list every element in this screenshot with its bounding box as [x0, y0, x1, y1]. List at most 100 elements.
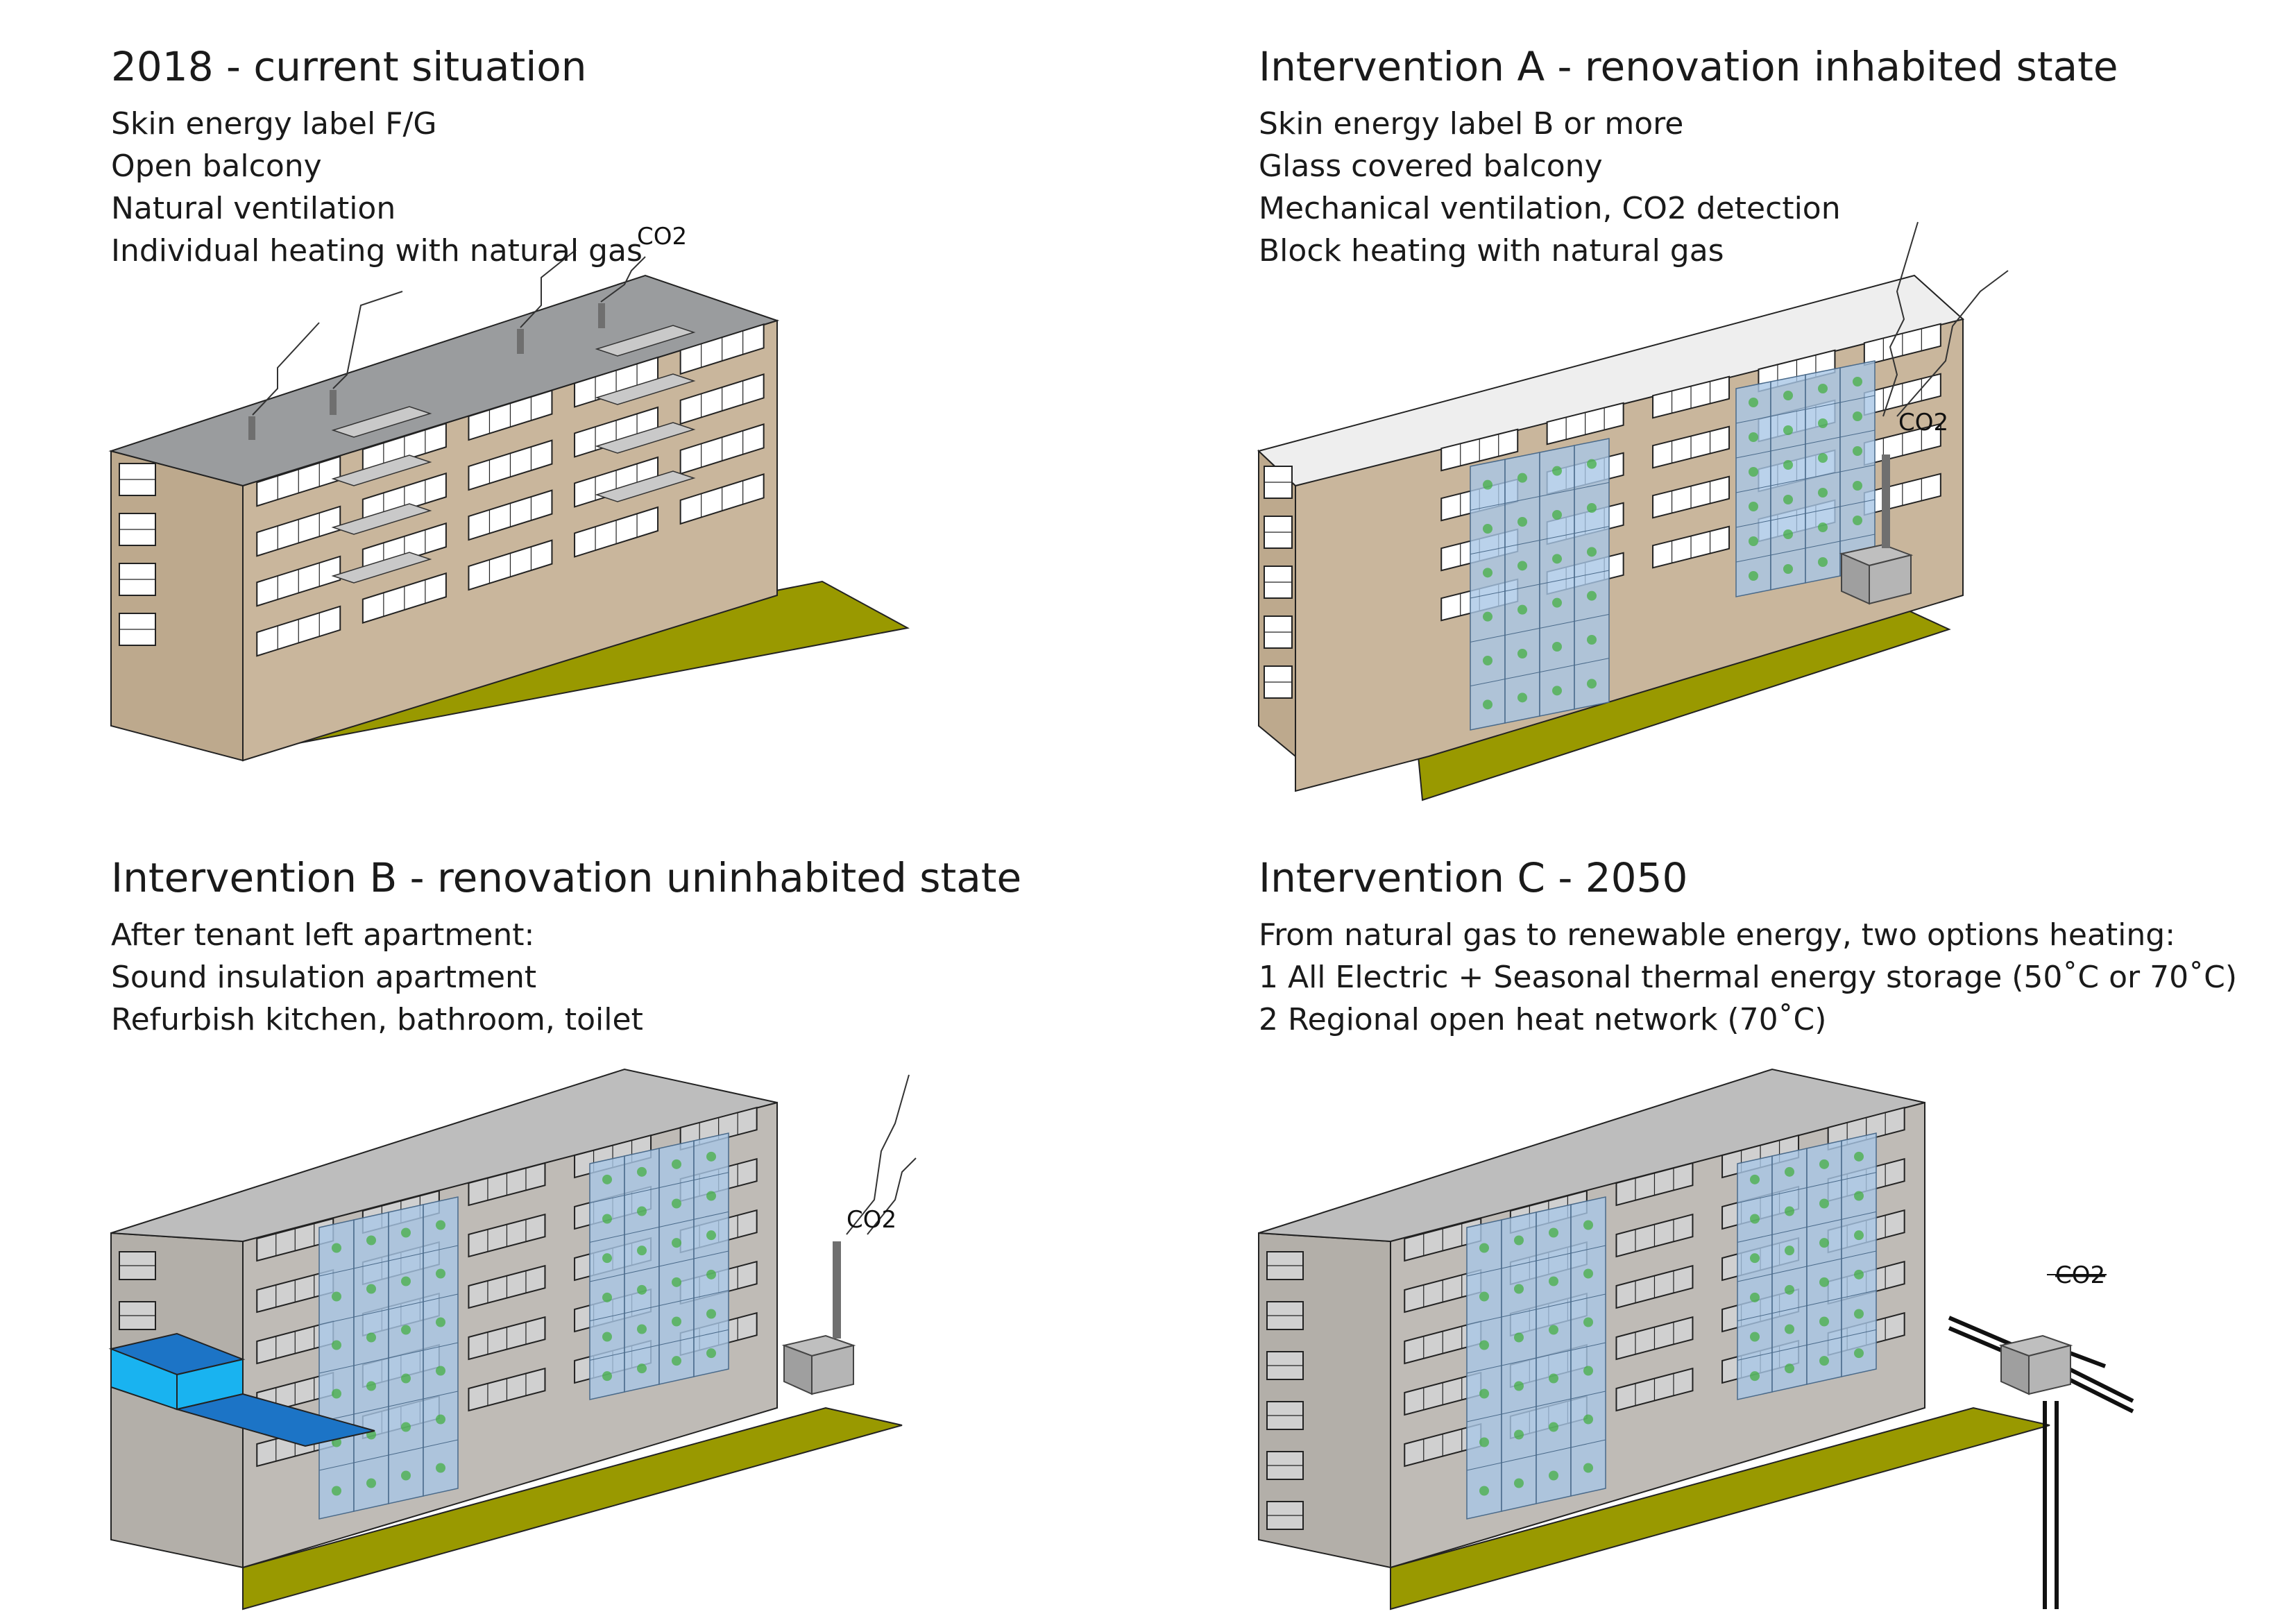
glass-floor-line [1737, 1273, 1773, 1282]
glass-floor-line [1805, 506, 1841, 514]
building-roof [110, 1068, 778, 1243]
glass-floor-line [318, 1316, 355, 1325]
balcony-plant [1749, 398, 1758, 407]
balcony-plant [1514, 1284, 1524, 1294]
glass-floor-line [1574, 658, 1610, 666]
glass-floor-line [1501, 1212, 1537, 1221]
glass-floor-line [1735, 554, 1771, 563]
balcony-plant [1750, 1292, 1760, 1302]
balcony-plant [1552, 466, 1562, 476]
balcony-plant [401, 1276, 411, 1286]
balcony-plant [1552, 597, 1562, 608]
balcony-plant [1483, 479, 1493, 490]
balcony-plant [1552, 686, 1562, 696]
building-intervention-c-illustration: CO2 [1258, 1068, 2134, 1611]
glass-floor-line [1570, 1342, 1606, 1351]
co2-label: CO2 [847, 1206, 896, 1234]
glass-floor-line [388, 1252, 424, 1261]
balcony-plant [366, 1332, 376, 1343]
glass-floor-line [353, 1357, 389, 1366]
open-balcony [595, 325, 696, 357]
boiler-unit [1839, 454, 1914, 605]
balcony-plant [1749, 467, 1758, 477]
balcony-plant [602, 1214, 612, 1224]
balcony-plant [1854, 1230, 1864, 1241]
glass-floor-line [624, 1266, 660, 1275]
balcony-plant [1483, 568, 1493, 578]
balcony-plant [1479, 1243, 1489, 1253]
balcony-plant [1587, 503, 1597, 513]
glass-floor-line [589, 1313, 625, 1322]
balcony-plant [1583, 1366, 1593, 1376]
balcony-plant [1583, 1317, 1593, 1327]
balcony-plant [1750, 1174, 1760, 1184]
glass-floor-line [1536, 1252, 1572, 1261]
balcony-plant [1818, 522, 1828, 532]
balcony-plant [1587, 635, 1597, 645]
glass-floor-line [1470, 547, 1506, 555]
glass-floor-line [1536, 1204, 1572, 1213]
glass-floor-line [1806, 1180, 1842, 1189]
building-2018 [108, 249, 910, 762]
balcony-plant [1749, 536, 1758, 546]
balcony-plant [1749, 502, 1758, 511]
panel-intervention-a: CO2 Intervention A - renovation inhabite… [1148, 0, 2295, 811]
glass-floor-line [1839, 395, 1876, 403]
balcony-plant [1785, 1363, 1794, 1374]
balcony-plant [1549, 1325, 1558, 1335]
balcony-plant [1853, 516, 1862, 525]
glass-floor-line [1504, 452, 1540, 460]
balcony-plant [1549, 1422, 1558, 1432]
balcony-plant [706, 1348, 716, 1359]
open-balcony [331, 406, 432, 438]
glass-floor-line [1570, 1293, 1606, 1302]
glass-floor-line [388, 1447, 424, 1456]
balcony-plant [1514, 1332, 1524, 1343]
glass-floor-line [388, 1204, 424, 1213]
glass-floor-line [1466, 1316, 1502, 1325]
glass-floor-line [1466, 1462, 1502, 1471]
glass-floor-line [1737, 1195, 1773, 1204]
glass-floor-line [1574, 526, 1610, 534]
description-line: Block heating with natural gas [1259, 233, 1724, 269]
glass-floor-line [423, 1293, 459, 1302]
glass-floor-line [1839, 430, 1876, 438]
balcony-plant [602, 1253, 612, 1264]
balcony-plant [1783, 391, 1793, 400]
glass-floor-line [1841, 1329, 1877, 1338]
glass-floor-line [624, 1187, 660, 1196]
balcony-plant [1514, 1381, 1524, 1391]
balcony-plant [1749, 432, 1758, 442]
glass-floor-line [1504, 672, 1540, 680]
balcony-plant [1517, 473, 1527, 483]
glass-floor-line [1735, 485, 1771, 493]
glass-floor-line [1771, 1266, 1808, 1275]
glass-floor-line [1570, 1245, 1606, 1254]
glass-floor-line [1735, 416, 1771, 424]
balcony-plant [366, 1381, 376, 1391]
balcony-plant [1854, 1309, 1864, 1319]
balcony-plant [1783, 425, 1793, 435]
glass-floor-line [1574, 482, 1610, 490]
glass-floor-line [318, 1462, 355, 1471]
building-a [1257, 221, 2009, 801]
balcony-plant [1785, 1284, 1794, 1295]
balcony-plant [436, 1463, 445, 1473]
balcony-plant [1853, 411, 1862, 421]
balcony-plant [1517, 604, 1527, 615]
panel-description: After tenant left apartment: Sound insul… [111, 914, 643, 1041]
glass-floor-line [1539, 488, 1575, 497]
glass-floor-line [693, 1172, 729, 1181]
glass-floor-line [1501, 1309, 1537, 1318]
glass-floor-line [1770, 478, 1806, 486]
balcony-plant [1749, 571, 1758, 581]
balcony-plant [706, 1230, 716, 1241]
glass-floor-line [1539, 620, 1575, 629]
balcony-plant [1514, 1235, 1524, 1246]
balcony-plant [637, 1363, 647, 1374]
balcony-plant [1785, 1166, 1794, 1177]
panel-intervention-c: CO2 Intervention C - 2050 From natural g… [1148, 811, 2295, 1622]
glass-floor-line [1735, 520, 1771, 528]
glass-floor-line [1735, 381, 1771, 389]
balcony-plant [1750, 1332, 1760, 1342]
